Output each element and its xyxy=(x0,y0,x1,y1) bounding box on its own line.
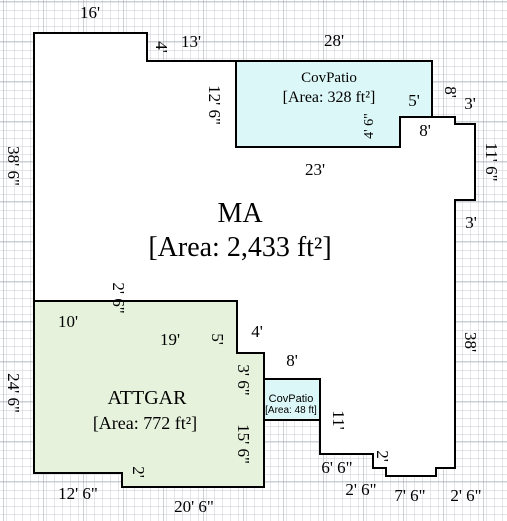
dim-bottom-step-a: 2' xyxy=(373,450,392,462)
dim-garage-right-drop: 5' xyxy=(208,333,227,345)
dim-patio-left: 12' 6" xyxy=(205,85,224,125)
dim-garage-left: 24' 6" xyxy=(4,373,23,413)
dim-garage-bottom-right: 20' 6" xyxy=(174,497,214,516)
dim-bottom-run-b: 2' 6" xyxy=(345,480,376,499)
patio-large-area: [Area: 328 ft²] xyxy=(283,89,376,106)
dim-right-notch-drop: 8' xyxy=(441,86,460,98)
dim-garage-right-run: 4' xyxy=(251,322,263,341)
dim-right-upper: 11' 6" xyxy=(482,142,501,181)
dim-garage-top-step: 2' 6" xyxy=(109,282,128,313)
patio-large-name: CovPatio xyxy=(301,70,357,86)
dim-bottom-run-d: 2' 6" xyxy=(450,486,481,505)
dim-garage-bottom-left: 12' 6" xyxy=(58,484,98,503)
dim-bottom-run-a: 6' 6" xyxy=(321,458,352,477)
dim-garage-top-left: 10' xyxy=(58,312,78,331)
dim-left-main: 38' 6" xyxy=(4,146,23,186)
dim-patio-notch-depth: 4' 6" xyxy=(362,113,377,139)
garage-name: ATTGAR xyxy=(108,387,188,409)
dim-garage-bottom-step: 2' xyxy=(129,466,148,478)
patio-small-area: [Area: 48 ft] xyxy=(265,405,317,416)
main-area-size: [Area: 2,433 ft²] xyxy=(148,232,331,263)
covered-patio-small xyxy=(263,378,321,421)
dim-garage-right-low: 15' 6" xyxy=(234,424,253,464)
dim-top-left-width: 16' xyxy=(80,3,100,22)
dim-left-step: 4' xyxy=(152,41,171,53)
dim-step-run: 13' xyxy=(181,32,201,51)
dim-bottom-run-c: 7' 6" xyxy=(394,486,425,505)
dim-right-jog: 3' xyxy=(465,213,477,232)
dim-garage-top-right: 19' xyxy=(160,330,180,349)
dim-right-notch-top: 3' xyxy=(464,94,476,113)
dim-patio-bottom: 23' xyxy=(305,160,325,179)
main-area-name: MA xyxy=(217,198,263,229)
dim-notch-bottom: 8' xyxy=(419,121,431,140)
covered-patio-large xyxy=(235,60,433,148)
dim-small-patio-right: 11' xyxy=(329,410,348,429)
dim-right-main: 38' xyxy=(461,332,480,352)
dim-patio-top: 28' xyxy=(324,31,344,50)
garage-area: [Area: 772 ft²] xyxy=(93,413,197,433)
dim-patio-notch-run: 5' xyxy=(408,91,420,110)
patio-small-name: CovPatio xyxy=(269,393,314,405)
garage-room xyxy=(33,300,265,488)
dim-garage-right-mid: 3' 6" xyxy=(234,364,253,395)
dim-small-patio-top: 8' xyxy=(286,351,298,370)
